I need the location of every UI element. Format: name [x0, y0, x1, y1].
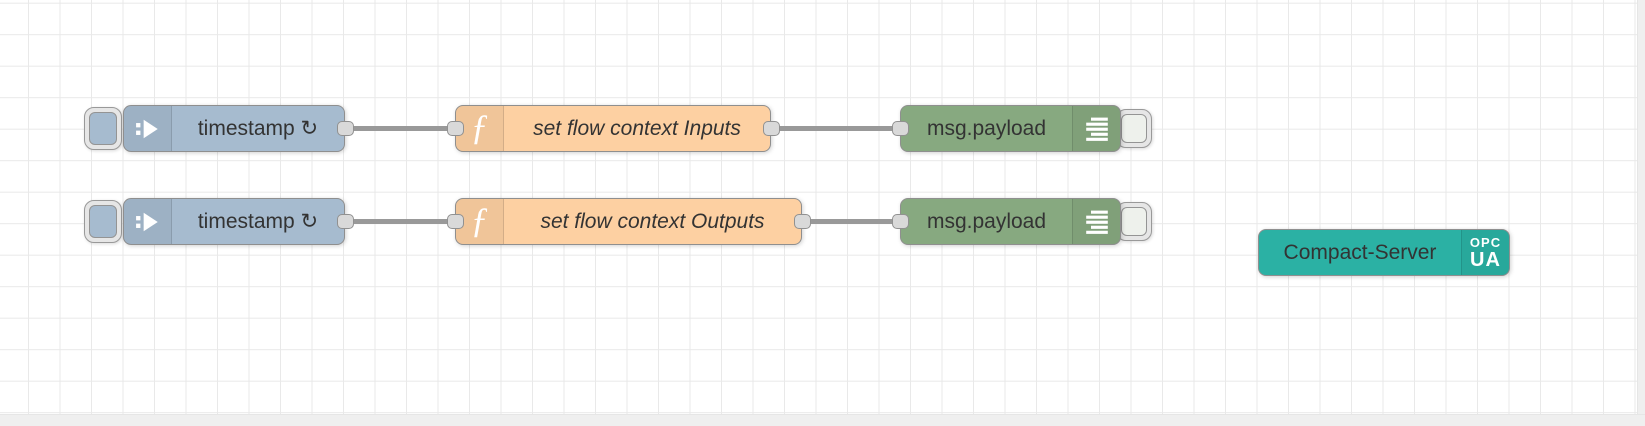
input-port[interactable]	[446, 213, 464, 229]
wire[interactable]	[771, 125, 900, 131]
node-label: set flow context Inputs	[533, 116, 741, 140]
output-port[interactable]	[336, 120, 354, 136]
function-node[interactable]: ƒ set flow context Inputs	[455, 105, 771, 152]
function-f-icon: ƒ	[456, 199, 504, 244]
wire[interactable]	[802, 218, 900, 224]
node-label: msg.payload	[926, 209, 1047, 233]
inject-node[interactable]: timestamp ↻	[123, 105, 345, 152]
function-f-icon: ƒ	[456, 106, 504, 151]
inject-arrow-icon	[124, 106, 172, 151]
inject-button-face[interactable]	[89, 205, 117, 238]
node-label: set flow context Outputs	[540, 209, 765, 233]
node-label: timestamp ↻	[197, 117, 319, 140]
debug-toggle-button[interactable]	[1116, 202, 1152, 241]
input-port[interactable]	[891, 213, 909, 229]
inject-button[interactable]	[84, 200, 122, 243]
node-label: Compact-Server	[1283, 240, 1437, 264]
output-port[interactable]	[793, 213, 811, 229]
debug-node[interactable]: msg.payload	[900, 198, 1121, 245]
node-label: timestamp ↻	[197, 210, 319, 233]
debug-node[interactable]: msg.payload	[900, 105, 1121, 152]
debug-toggle-face[interactable]	[1121, 207, 1147, 236]
function-node[interactable]: ƒ set flow context Outputs	[455, 198, 802, 245]
node-label: msg.payload	[926, 116, 1047, 140]
output-port[interactable]	[762, 120, 780, 136]
inject-button[interactable]	[84, 107, 122, 150]
debug-list-icon	[1072, 106, 1120, 151]
debug-toggle-button[interactable]	[1116, 109, 1152, 148]
canvas-scrollbar-track-bottom[interactable]	[0, 414, 1645, 426]
canvas-scrollbar-track-right[interactable]	[1637, 0, 1645, 426]
wire[interactable]	[345, 218, 455, 224]
debug-list-icon	[1072, 199, 1120, 244]
opcua-server-node[interactable]: Compact-Server OPC UA	[1258, 229, 1510, 276]
inject-arrow-icon	[124, 199, 172, 244]
inject-button-face[interactable]	[89, 112, 117, 145]
output-port[interactable]	[336, 213, 354, 229]
debug-toggle-face[interactable]	[1121, 114, 1147, 143]
input-port[interactable]	[891, 120, 909, 136]
opc-ua-badge-icon: OPC UA	[1461, 230, 1509, 275]
input-port[interactable]	[446, 120, 464, 136]
inject-node[interactable]: timestamp ↻	[123, 198, 345, 245]
wire[interactable]	[345, 125, 455, 131]
